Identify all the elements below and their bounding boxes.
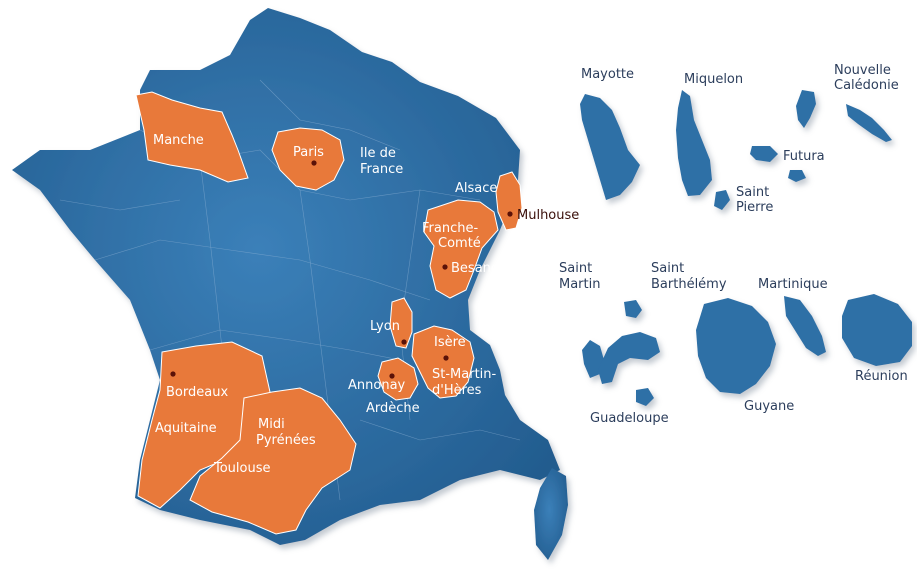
label-saint-pierre-line2: Pierre [736, 200, 773, 215]
label-franche-comte-line1: Franche- [422, 221, 478, 236]
guyane-shape[interactable] [696, 298, 776, 394]
martinique-shape[interactable] [784, 296, 826, 356]
corsica [534, 468, 568, 560]
alsace-region[interactable] [495, 171, 523, 231]
overseas-labels: Mayotte Miquelon Nouvelle Calédonie Futu… [559, 63, 908, 426]
label-st-martin-line2: d'Hères [432, 383, 482, 398]
label-aquitaine: Aquitaine [155, 421, 217, 436]
label-isere: Isère [434, 335, 466, 350]
label-guyane: Guyane [744, 399, 794, 414]
label-annonay: Annonay [348, 378, 406, 393]
label-futura: Futura [783, 149, 825, 164]
label-nouvelle-caledonie-line1: Nouvelle [834, 63, 891, 78]
ardeche-region[interactable] [377, 357, 419, 401]
manche-region[interactable] [135, 91, 249, 183]
label-lyon: Lyon [370, 319, 400, 334]
nouvelle-caledonie-shape[interactable] [796, 90, 816, 128]
mainland-labels: Manche Paris Ile de France Alsace Mulhou… [153, 133, 579, 476]
saint-barthelemy-shape[interactable] [624, 300, 642, 318]
label-paris: Paris [293, 145, 324, 160]
aquitaine-region[interactable] [137, 341, 271, 509]
label-bordeaux: Bordeaux [166, 385, 228, 400]
guadeloupe-islet[interactable] [636, 388, 654, 406]
label-saint-martin-line2: Martin [559, 277, 600, 292]
lyon-dot[interactable] [401, 339, 407, 345]
label-nouvelle-caledonie-line2: Calédonie [834, 78, 899, 93]
mulhouse-dot[interactable] [507, 211, 513, 217]
st-martin-dheres-dot[interactable] [443, 355, 449, 361]
highlighted-regions [135, 91, 523, 535]
paris-dot[interactable] [311, 160, 317, 166]
label-saint-pierre-line1: Saint [736, 185, 769, 200]
label-besancon: Besançon [451, 261, 514, 276]
label-mayotte: Mayotte [581, 67, 634, 82]
lyon-region[interactable] [389, 297, 413, 349]
label-ardeche: Ardèche [366, 401, 420, 416]
mayotte-shape[interactable] [580, 94, 640, 200]
label-ile-de-france-line2: France [360, 162, 403, 177]
miquelon-shape[interactable] [676, 90, 712, 196]
ile-de-france-region[interactable] [271, 127, 345, 191]
futura-shape[interactable] [750, 146, 778, 162]
label-st-martin-line1: St-Martin- [432, 367, 497, 382]
annonay-dot[interactable] [389, 373, 395, 379]
label-toulouse: Toulouse [213, 461, 271, 476]
label-midi-line2: Pyrénées [256, 433, 316, 448]
reunion-shape[interactable] [842, 294, 912, 366]
city-markers [170, 160, 513, 379]
label-miquelon: Miquelon [684, 72, 743, 87]
isere-region[interactable] [411, 325, 475, 399]
label-saint-barthelemy-line2: Barthélémy [651, 277, 727, 292]
guadeloupe-shape[interactable] [598, 332, 660, 384]
label-alsace: Alsace [455, 181, 497, 196]
label-manche: Manche [153, 133, 204, 148]
label-franche-comte-line2: Comté [438, 236, 481, 251]
franche-comte-region[interactable] [423, 199, 499, 299]
label-reunion: Réunion [855, 369, 908, 384]
label-saint-martin-line1: Saint [559, 261, 592, 276]
label-saint-barthelemy-line1: Saint [651, 261, 684, 276]
besancon-dot[interactable] [442, 264, 448, 270]
label-ile-de-france-line1: Ile de [360, 146, 396, 161]
bordeaux-dot[interactable] [170, 371, 176, 377]
futura-shape-2[interactable] [788, 170, 806, 182]
label-midi-line1: Midi [258, 417, 285, 432]
midi-pyrenees-region[interactable] [189, 387, 357, 535]
saint-pierre-shape[interactable] [714, 190, 730, 210]
label-martinique: Martinique [758, 277, 828, 292]
label-guadeloupe: Guadeloupe [590, 411, 669, 426]
nouvelle-caledonie-main[interactable] [846, 104, 892, 142]
saint-martin-shape[interactable] [582, 340, 604, 378]
overseas-territories [580, 90, 912, 406]
label-mulhouse: Mulhouse [517, 208, 579, 223]
